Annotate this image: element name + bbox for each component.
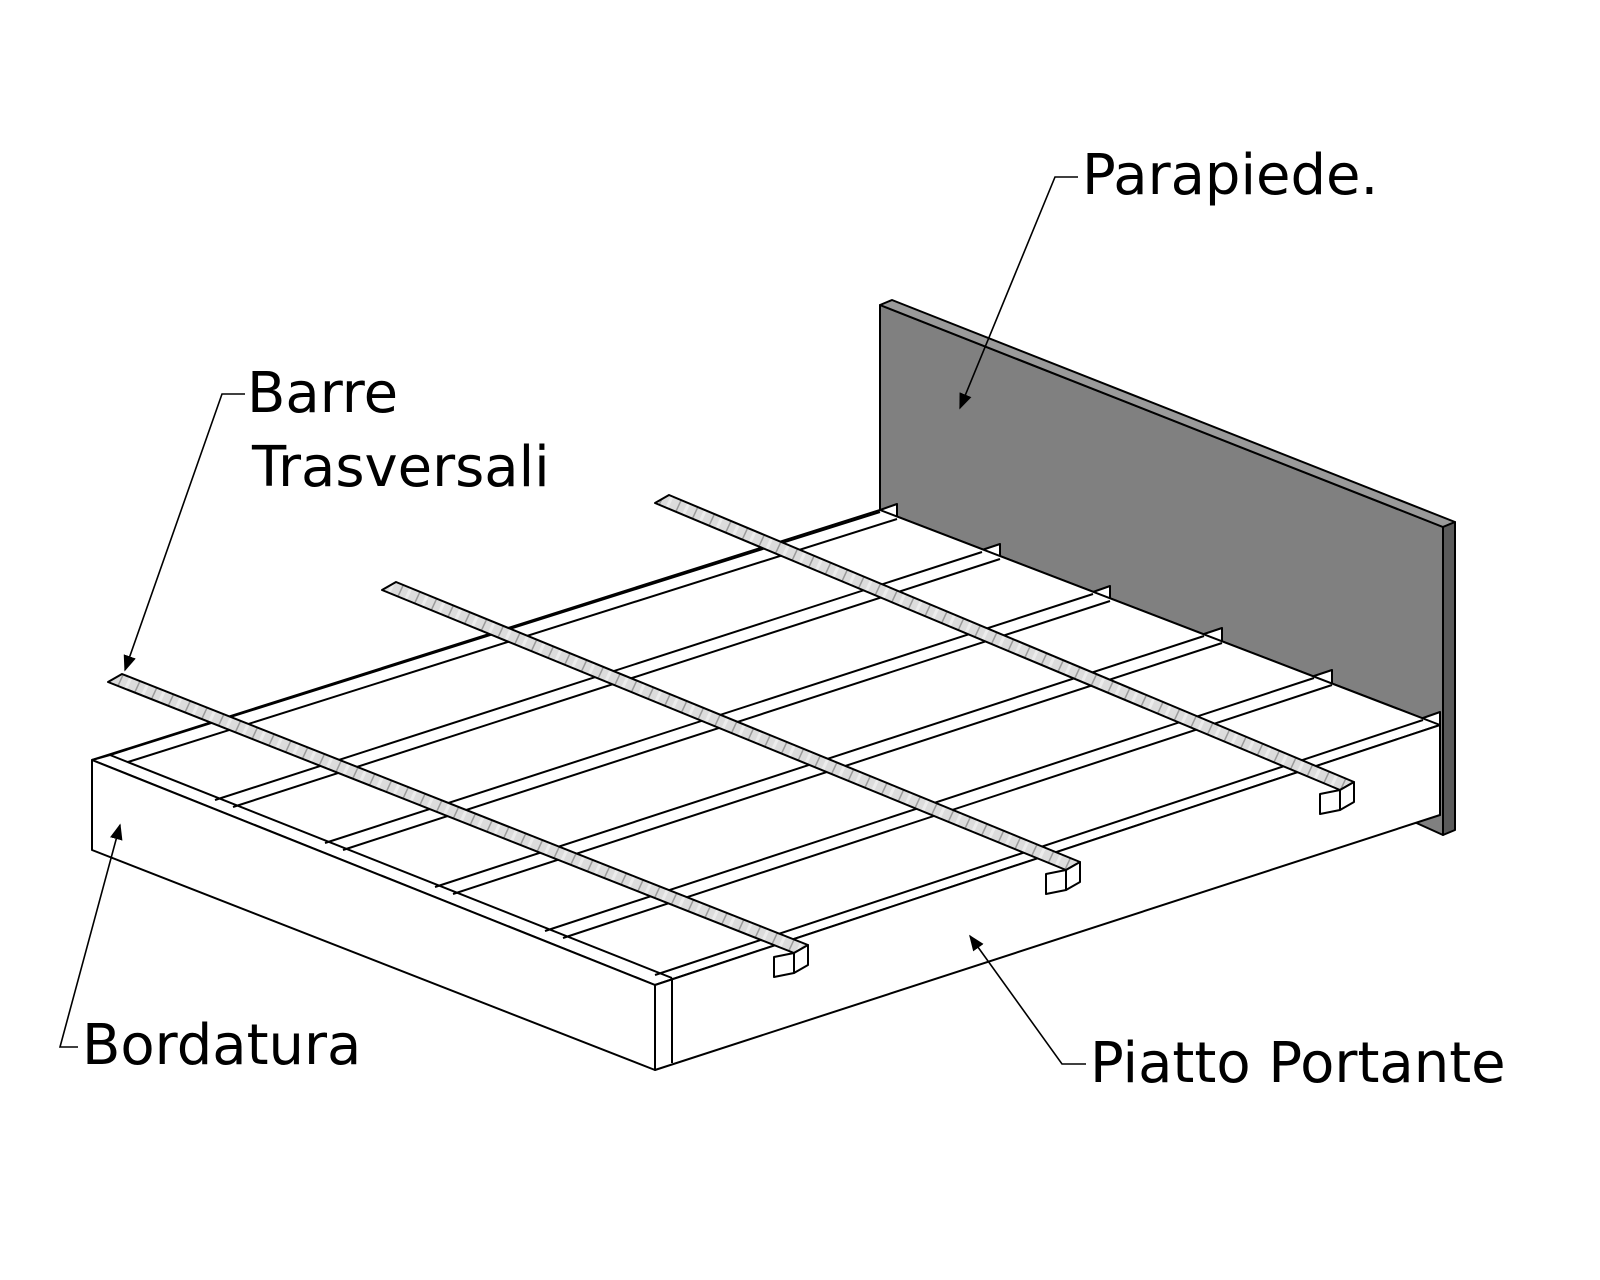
grating-deck (91, 494, 1441, 1071)
label-trasversali: Trasversali (251, 435, 550, 500)
edge-band-right (654, 724, 1441, 1071)
label-barre-trasversali-group: Barre Trasversali (123, 361, 550, 672)
transverse-bar-3 (654, 494, 1355, 815)
label-bordatura-group: Bordatura (58, 823, 361, 1078)
label-barre: Barre (247, 361, 398, 426)
transverse-bar-1 (107, 673, 809, 978)
label-piatto-portante-group: Piatto Portante (969, 934, 1506, 1096)
label-parapiede-group: Parapiede. (959, 143, 1378, 410)
label-parapiede: Parapiede. (1082, 143, 1378, 208)
label-piatto-portante: Piatto Portante (1090, 1031, 1506, 1096)
toe-board-side (1442, 521, 1456, 836)
transverse-bar-2 (381, 581, 1081, 895)
label-bordatura: Bordatura (82, 1013, 361, 1078)
